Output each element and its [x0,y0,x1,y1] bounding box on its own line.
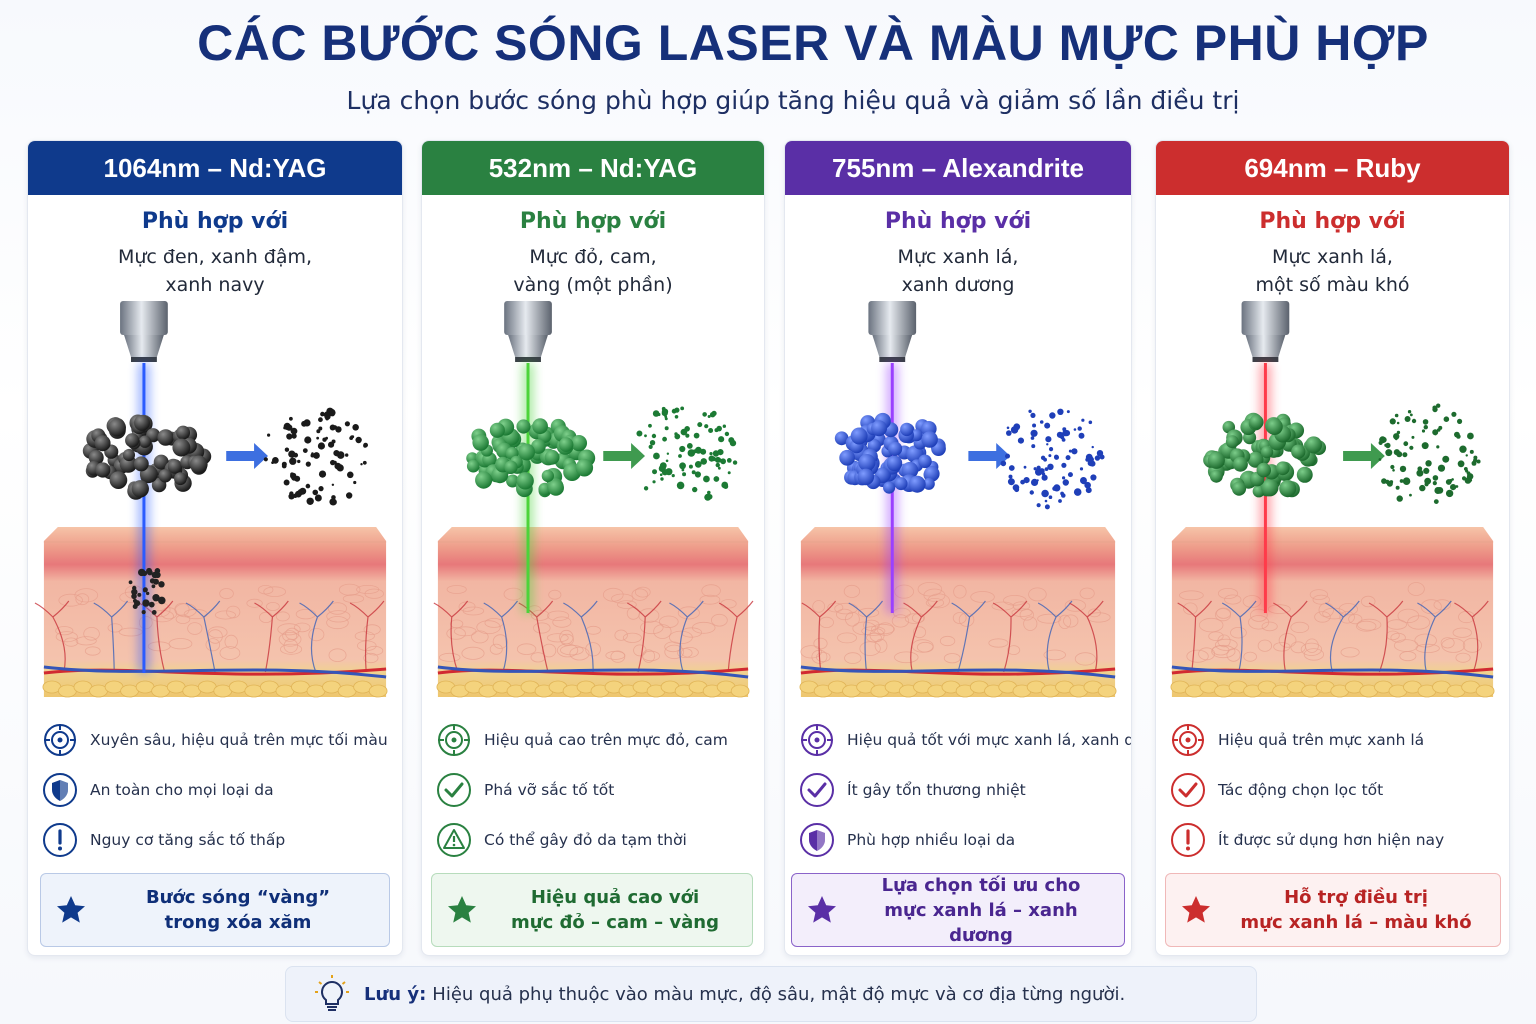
exclamation-icon [1170,822,1206,858]
exclamation-icon [42,822,78,858]
star-icon [792,894,852,926]
laser-illustration [785,291,1131,711]
note-label: Lưu ý: [364,983,427,1005]
laser-illustration [422,291,764,711]
shield-icon [799,822,835,858]
feature-item: Phù hợp nhiều loại da [799,819,1123,861]
summary-text: Bước sóng “vàng” trong xóa xăm [145,887,331,933]
feature-text: Hiệu quả tốt với mực xanh lá, xanh dương [847,731,1131,749]
target-icon [436,722,472,758]
feature-item: Ít được sử dụng hơn hiện nay [1170,819,1501,861]
summary-box: Lựa chọn tối ưu cho mực xanh lá – xanh d… [791,873,1125,947]
laser-illustration [1156,291,1509,711]
fit-text: Mực xanh lá, xanh dương [897,246,1019,296]
note-box: Lưu ý: Hiệu quả phụ thuộc vào màu mực, đ… [285,966,1257,1022]
fit-title: Phù hợp với [1259,209,1406,234]
star-icon [1166,894,1226,926]
feature-text: Xuyên sâu, hiệu quả trên mực tối màu [90,731,388,749]
laser-illustration [28,291,402,711]
feature-text: Nguy cơ tăng sắc tố thấp [90,831,286,849]
lightbulb-icon [315,975,349,1011]
summary-box: Bước sóng “vàng” trong xóa xăm [40,873,390,947]
summary-box: Hỗ trợ điều trị mực xanh lá – màu khó [1165,873,1501,947]
note-text: Hiệu quả phụ thuộc vào màu mực, độ sâu, … [432,983,1126,1005]
page-subtitle: Lựa chọn bước sóng phù hợp giúp tăng hiệ… [346,86,1240,115]
fit-title: Phù hợp với [141,209,289,234]
laser-skin-diagram [433,301,754,698]
warning-icon [436,822,472,858]
feature-text: Hiệu quả trên mực xanh lá [1218,731,1425,749]
laser-skin-diagram [34,301,388,698]
target-icon [42,722,78,758]
feature-item: Hiệu quả cao trên mực đỏ, cam [436,719,756,761]
feature-item: An toàn cho mọi loại da [42,769,394,811]
shield-icon [42,772,78,808]
fit-text: Mực đen, xanh đậm, xanh navy [117,246,313,296]
feature-text: Ít được sử dụng hơn hiện nay [1218,831,1445,849]
fit-title: Phù hợp với [519,209,667,234]
feature-item: Hiệu quả trên mực xanh lá [1170,719,1501,761]
card-header: 532nm – Nd:YAG [422,141,764,195]
card-header: 694nm – Ruby [1156,141,1509,195]
summary-text: Hỗ trợ điều trị mực xanh lá – màu khó [1240,887,1472,933]
target-icon [1170,722,1206,758]
feature-text: Có thể gây đỏ da tạm thời [484,831,687,849]
feature-text: Ít gây tổn thương nhiệt [847,781,1026,799]
feature-item: Có thể gây đỏ da tạm thời [436,819,756,861]
target-icon [799,722,835,758]
laser-skin-diagram [799,301,1117,698]
fit-title: Phù hợp với [884,209,1032,234]
star-icon [432,894,492,926]
feature-text: Phù hợp nhiều loại da [847,831,1016,849]
summary-box: Hiệu quả cao với mực đỏ – cam – vàng [431,873,753,947]
summary-text: Hiệu quả cao với mực đỏ – cam – vàng [511,887,719,933]
fit-text: Mực đỏ, cam, vàng (một phần) [513,246,673,296]
fit-text: Mực xanh lá, một số màu khó [1255,246,1410,296]
card-header: 755nm – Alexandrite [785,141,1131,195]
check-icon [799,772,835,808]
card-header: 1064nm – Nd:YAG [28,141,402,195]
feature-item: Ít gây tổn thương nhiệt [799,769,1123,811]
feature-text: Tác động chọn lọc tốt [1218,781,1384,799]
laser-skin-diagram [1170,301,1495,698]
feature-item: Nguy cơ tăng sắc tố thấp [42,819,394,861]
page-title: CÁC BƯỚC SÓNG LASER VÀ MÀU MỰC PHÙ HỢP [197,15,1429,71]
feature-item: Phá vỡ sắc tố tốt [436,769,756,811]
feature-text: An toàn cho mọi loại da [90,781,274,799]
star-icon [41,894,101,926]
feature-item: Hiệu quả tốt với mực xanh lá, xanh dương [799,719,1131,761]
check-icon [1170,772,1206,808]
check-icon [436,772,472,808]
summary-text: Lựa chọn tối ưu cho mực xanh lá – xanh d… [881,874,1081,946]
feature-text: Phá vỡ sắc tố tốt [484,781,615,799]
feature-item: Xuyên sâu, hiệu quả trên mực tối màu [42,719,394,761]
feature-text: Hiệu quả cao trên mực đỏ, cam [484,731,728,749]
feature-item: Tác động chọn lọc tốt [1170,769,1501,811]
